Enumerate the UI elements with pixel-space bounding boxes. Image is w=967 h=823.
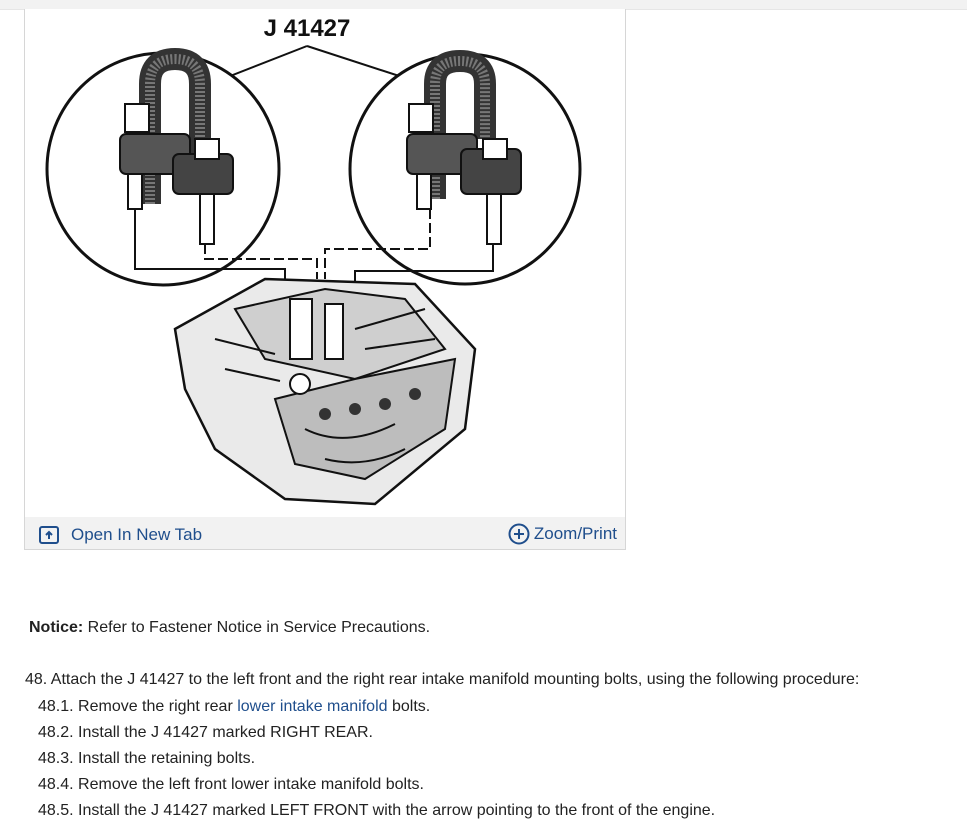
engine-block <box>173 277 477 506</box>
open-in-new-tab-label: Open In New Tab <box>71 525 203 544</box>
open-in-new-tab-button[interactable]: Open In New Tab <box>39 525 202 545</box>
zoom-print-button[interactable]: Zoom/Print <box>508 523 617 545</box>
substep-48-4: 48.4. Remove the left front lower intake… <box>38 776 424 793</box>
substep-48-1: 48.1. Remove the right rear lower intake… <box>38 698 431 715</box>
notice-heading: Notice: <box>29 619 84 636</box>
figure-container: J 41427 <box>24 9 626 550</box>
substep-48-5: 48.5. Install the J 41427 marked LEFT FR… <box>38 802 716 819</box>
tool-label: J 41427 <box>264 15 351 42</box>
notice-paragraph: Notice: Refer to Fastener Notice in Serv… <box>29 619 430 637</box>
open-new-tab-icon <box>39 526 59 544</box>
step-48: 48. Attach the J 41427 to the left front… <box>25 671 860 688</box>
substep-48-3: 48.3. Install the retaining bolts. <box>38 750 256 767</box>
lower-intake-manifold-link[interactable]: lower intake manifold <box>237 698 388 715</box>
substep-48-2: 48.2. Install the J 41427 marked RIGHT R… <box>38 724 373 741</box>
figure-footer: Open In New Tab Zoom/Print <box>25 517 625 549</box>
notice-text: Refer to Fastener Notice in Service Prec… <box>83 619 431 636</box>
engine-tool-illustration: J 41427 <box>45 15 582 506</box>
right-detail-circle <box>348 49 582 286</box>
zoom-print-label: Zoom/Print <box>533 524 617 543</box>
zoom-plus-circle-icon <box>508 523 530 545</box>
left-detail-circle <box>45 47 281 287</box>
